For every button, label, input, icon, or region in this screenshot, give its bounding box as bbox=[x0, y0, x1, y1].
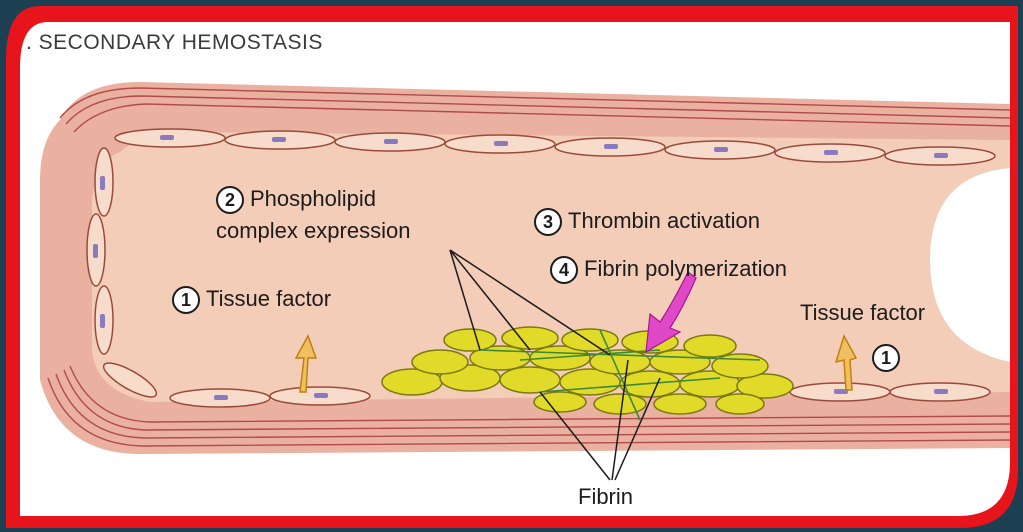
step-2-text-line1: Phospholipid bbox=[250, 186, 376, 211]
diagram-title: . SECONDARY HEMOSTASIS bbox=[26, 32, 323, 53]
step-4-text: Fibrin polymerization bbox=[584, 256, 787, 281]
step-4-number: 4 bbox=[550, 256, 578, 284]
fibrin-label: Fibrin bbox=[578, 486, 633, 508]
right-tissue-factor-number: 1 bbox=[872, 344, 900, 372]
step-3-number: 3 bbox=[534, 208, 562, 236]
step-2-number: 2 bbox=[216, 186, 244, 214]
step-1-number: 1 bbox=[172, 286, 200, 314]
step-3-text: Thrombin activation bbox=[568, 208, 760, 233]
step-1-text: Tissue factor bbox=[206, 286, 331, 311]
right-tissue-factor-number-wrap: 1 bbox=[872, 344, 906, 372]
step-2-text-line2: complex expression bbox=[216, 220, 410, 242]
right-tissue-factor-text: Tissue factor bbox=[800, 302, 925, 324]
